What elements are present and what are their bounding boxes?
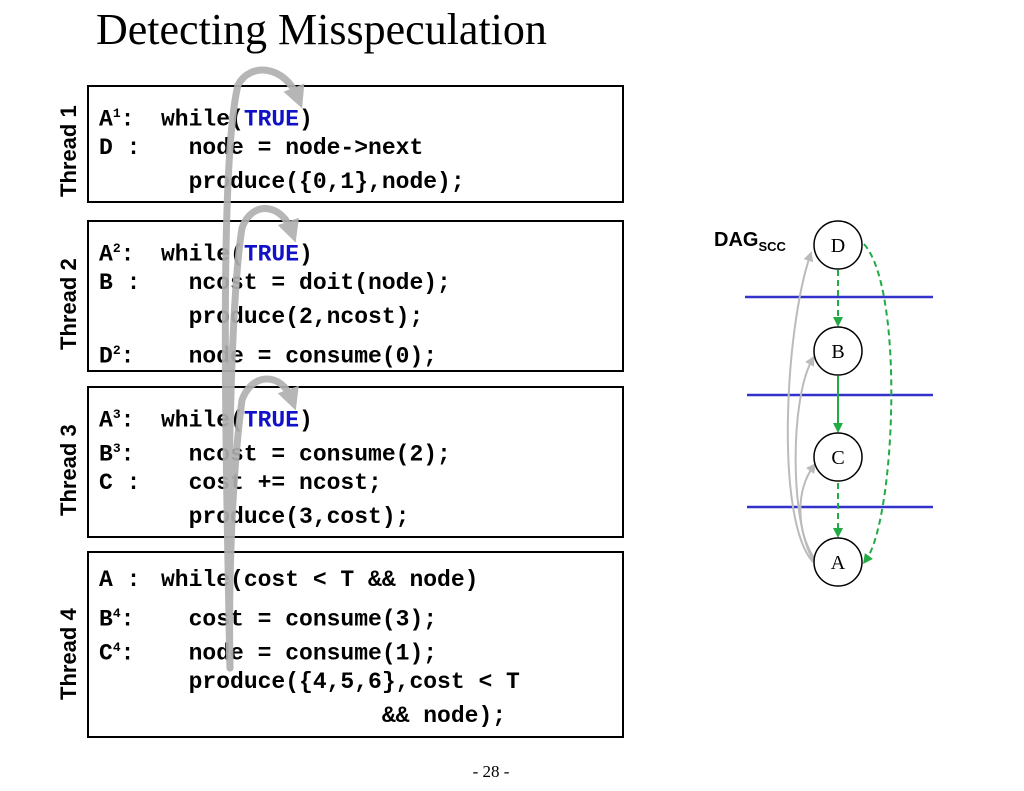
code-line: produce({4,5,6},cost < T xyxy=(161,669,520,695)
misspec-arrow-thread-1 xyxy=(221,66,305,672)
partition-lines xyxy=(745,295,933,509)
dag-edge-a-to-c xyxy=(799,462,816,559)
thread-1-code-box: A1:while(TRUE) D : node = node->next pro… xyxy=(87,85,624,203)
dag-node-b xyxy=(813,326,863,376)
dag-node-b-label: B xyxy=(831,341,844,363)
slide-title: Detecting Misspeculation xyxy=(96,5,547,54)
code-line: C4: node = consume(1); xyxy=(99,640,438,667)
keyword-true: TRUE xyxy=(243,407,300,434)
misspec-arrow-thread-3 xyxy=(226,375,299,672)
code-line: B4: cost = consume(3); xyxy=(99,606,438,633)
dag-node-c xyxy=(813,432,863,482)
dag-node-d-label: D xyxy=(831,235,845,257)
misspec-arrows xyxy=(221,66,305,672)
page-number: - 28 - xyxy=(472,762,510,781)
thread-4-code-box: A :while(cost < T && node) B4: cost = co… xyxy=(87,551,624,738)
dag-nodes: D B C A xyxy=(813,220,863,587)
dag-edge-a-to-d xyxy=(786,251,814,563)
code-line: C : cost += ncost; xyxy=(99,470,382,496)
code-line: A2:while(TRUE) xyxy=(99,241,313,268)
dag-node-c-label: C xyxy=(831,447,844,469)
code-line: produce({0,1},node); xyxy=(161,169,465,195)
dag-edge-d-to-a xyxy=(863,243,893,565)
keyword-true: TRUE xyxy=(243,241,300,268)
keyword-true: TRUE xyxy=(243,106,300,133)
dag-dependence-edges xyxy=(833,243,893,565)
dag-misspec-edges xyxy=(786,251,816,563)
code-line: D : node = node->next xyxy=(99,135,424,161)
dag-node-a-label: A xyxy=(831,552,846,574)
code-line: A :while(cost < T && node) xyxy=(99,567,479,593)
code-line: && node); xyxy=(161,703,507,729)
dag-node-d xyxy=(813,220,863,270)
dag-node-a xyxy=(813,537,863,587)
dag-scc-label: DAGSCC xyxy=(714,229,786,254)
